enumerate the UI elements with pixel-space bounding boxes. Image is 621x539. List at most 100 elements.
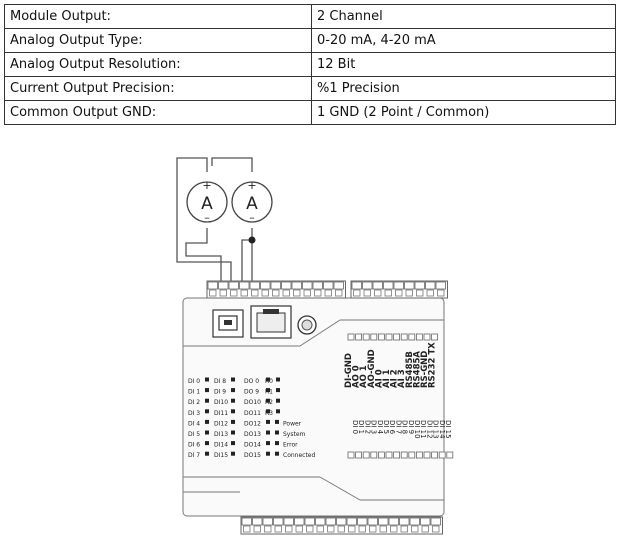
pin <box>362 451 370 459</box>
terminal-label: RS485B <box>405 351 415 388</box>
pin <box>415 333 423 341</box>
terminal-label: DI 14 <box>438 420 446 439</box>
led-label: DI15 <box>214 452 228 459</box>
pin <box>362 333 370 341</box>
pin <box>347 451 355 459</box>
pin <box>400 451 408 459</box>
terminal-screw <box>336 517 347 526</box>
led-indicator <box>275 419 279 424</box>
led-label: DO14 <box>244 442 261 449</box>
led-indicator <box>231 430 235 435</box>
terminal-label: DI 11 <box>419 420 427 439</box>
led-indicator <box>276 398 280 403</box>
terminal-slot <box>337 525 345 533</box>
terminal-slot <box>293 289 301 297</box>
led-indicator <box>266 419 270 424</box>
led-label: DI 0 <box>188 378 200 385</box>
terminal-slot <box>426 289 434 297</box>
led-indicator <box>231 441 235 446</box>
terminal-screw <box>372 281 383 290</box>
pin <box>355 333 363 341</box>
terminal-screw <box>414 281 425 290</box>
led-indicator <box>276 377 280 382</box>
terminal-screw <box>430 517 441 526</box>
led-label: DI 7 <box>188 452 200 459</box>
pin <box>408 333 416 341</box>
terminal-slot <box>314 289 322 297</box>
led-indicator <box>266 388 270 393</box>
pin <box>370 333 378 341</box>
junction-dot <box>248 236 256 244</box>
led-indicator <box>275 451 279 456</box>
terminal-slot <box>411 525 419 533</box>
led-indicator <box>266 451 270 456</box>
terminal-screw <box>409 517 420 526</box>
terminal-slot <box>253 525 261 533</box>
terminal-label: AI 3 <box>397 369 407 388</box>
terminal-slot <box>240 289 248 297</box>
terminal-slot <box>285 525 293 533</box>
led-indicator <box>276 388 280 393</box>
terminal-screw <box>425 281 436 290</box>
terminal-slot <box>395 289 403 297</box>
led-indicator <box>231 388 235 393</box>
terminal-label: DI 10 <box>413 420 421 439</box>
terminal-slot <box>374 289 382 297</box>
terminal-slot <box>390 525 398 533</box>
terminal-slot <box>282 289 290 297</box>
led-label: R0 <box>265 378 273 385</box>
terminal-screw <box>228 281 239 290</box>
terminal-screw <box>270 281 281 290</box>
meter-symbol: A <box>246 194 258 214</box>
terminal-screw <box>218 281 229 290</box>
pin <box>415 451 423 459</box>
terminal-block-top-left <box>206 280 346 299</box>
led-indicator <box>266 441 270 446</box>
terminal-screw <box>378 517 389 526</box>
led-indicator <box>205 430 209 435</box>
ammeter-2: + A – <box>231 179 273 224</box>
led-indicator <box>231 419 235 424</box>
terminal-screw <box>383 281 394 290</box>
terminal-slot <box>303 289 311 297</box>
terminal-screw <box>404 281 415 290</box>
terminal-screw <box>249 281 260 290</box>
spec-label: Current Output Precision: <box>4 76 312 101</box>
led-indicator <box>205 409 209 414</box>
terminal-slot <box>416 289 424 297</box>
terminal-screw <box>346 517 357 526</box>
table-row: Module Output: 2 Channel <box>4 4 616 29</box>
terminal-slot <box>335 289 343 297</box>
reset-knob <box>297 315 317 335</box>
terminal-label: AO 1 <box>359 365 369 388</box>
terminal-label: DI 13 <box>432 420 440 439</box>
pin <box>408 451 416 459</box>
led-label: DI10 <box>214 399 228 406</box>
terminal-screw <box>294 517 305 526</box>
table-row: Analog Output Resolution: 12 Bit <box>4 52 616 77</box>
led-label: DO11 <box>244 410 261 417</box>
led-label: DI 6 <box>188 442 200 449</box>
terminal-slot <box>295 525 303 533</box>
terminal-slot <box>348 525 356 533</box>
led-indicator <box>266 398 270 403</box>
terminal-screw <box>302 281 313 290</box>
ammeter-1: + A – <box>186 179 228 224</box>
terminal-slot <box>324 289 332 297</box>
terminal-screw <box>351 281 362 290</box>
terminal-label: DI 1 <box>357 420 365 434</box>
terminal-label: AO-GND <box>367 349 377 388</box>
spec-value: 1 GND (2 Point / Common) <box>311 100 616 125</box>
terminal-screw <box>239 281 250 290</box>
terminal-label: AO 0 <box>352 365 362 388</box>
terminal-screw <box>315 517 326 526</box>
terminal-screw <box>283 517 294 526</box>
terminal-label: DI 0 <box>351 420 359 434</box>
usb-port <box>212 309 244 338</box>
led-label: Error <box>283 442 298 449</box>
pin <box>446 451 454 459</box>
terminal-screw <box>260 281 271 290</box>
terminal-screw <box>312 281 323 290</box>
spec-value: %1 Precision <box>311 76 616 101</box>
led-indicator <box>231 409 235 414</box>
